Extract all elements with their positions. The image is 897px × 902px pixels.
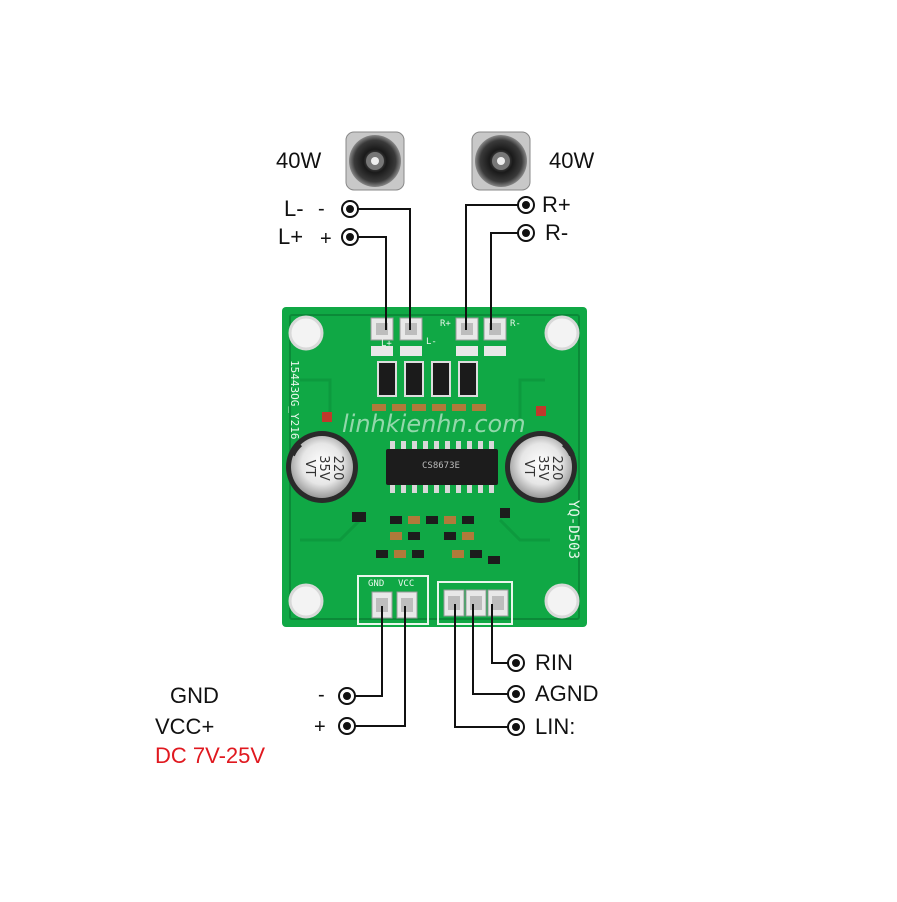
cap-left-marking: 220 35V VT (300, 438, 345, 498)
wire-l-minus (358, 208, 411, 330)
pad-gnd (371, 591, 393, 619)
smd-component-row (372, 404, 486, 411)
silk-vcc: VCC (398, 579, 415, 589)
pad-lin (443, 589, 465, 617)
cap-right-marking: 220 35V VT (519, 438, 564, 498)
terminal-circle-icon (338, 687, 356, 705)
label-vcc: VCC+ (155, 714, 215, 739)
label-gnd: GND (170, 683, 219, 708)
wire-r-plus (465, 204, 518, 330)
silk-l-minus: L- (426, 337, 437, 347)
inductor (404, 361, 424, 397)
sign-gnd: - (318, 684, 325, 706)
cap-left-series: VT (302, 459, 317, 477)
terminal-circle-icon (517, 196, 535, 214)
pad-r-minus (483, 317, 507, 341)
right-speaker-icon (471, 131, 531, 191)
wire-rin (491, 604, 508, 664)
board-part-number: 15443OG_Y216 (288, 360, 301, 440)
chip-marking: CS8673E (422, 461, 460, 471)
capacitor-left (286, 431, 358, 503)
left-speaker-icon (345, 131, 405, 191)
cap-right-value: 220 (549, 455, 564, 481)
cap-right-series: VT (521, 459, 536, 477)
mounting-hole (544, 315, 580, 351)
inductor (458, 361, 478, 397)
label-agnd: AGND (535, 681, 599, 706)
left-speaker-power: 40W (276, 148, 322, 173)
terminal-markers (338, 196, 535, 736)
sign-vcc: + (314, 716, 326, 738)
terminal-circle-icon (341, 228, 359, 246)
inductor (377, 361, 397, 397)
label-voltage-range: DC 7V-25V (155, 743, 266, 768)
terminal-circle-icon (507, 718, 525, 736)
mounting-hole (288, 583, 324, 619)
amplifier-chip (386, 441, 498, 493)
wire-agnd (472, 604, 508, 695)
mounting-hole (288, 315, 324, 351)
wire-lin (454, 604, 508, 728)
terminal-circle-icon (338, 717, 356, 735)
silk-r-minus: R- (510, 319, 521, 329)
inductor (431, 361, 451, 397)
smd-component-grid (352, 508, 510, 564)
wire-l-plus (358, 236, 387, 330)
label-l-minus: L- (284, 196, 304, 221)
sign-l-minus: - (318, 198, 325, 220)
label-lin: LIN: (535, 714, 576, 739)
watermark-text: linhkienhn.com (342, 410, 526, 438)
mounting-hole (544, 583, 580, 619)
silk-l-plus: L+ (381, 339, 392, 349)
wire-gnd (355, 606, 383, 697)
wires (355, 204, 518, 728)
terminal-circle-icon (517, 224, 535, 242)
right-speaker-power: 40W (549, 148, 595, 173)
terminal-circle-icon (507, 654, 525, 672)
pad-vcc (396, 591, 418, 619)
capacitor-right (505, 431, 577, 503)
pad-agnd (465, 589, 487, 617)
cap-right-voltage: 35V (535, 455, 550, 481)
label-r-plus: R+ (542, 192, 571, 217)
label-l-plus: L+ (278, 224, 304, 249)
silk-gnd: GND (368, 579, 385, 589)
silk-r-plus: R+ (440, 319, 451, 329)
pcb-board (282, 307, 587, 627)
board-model: YQ-D503 (565, 500, 581, 560)
label-r-minus: R- (545, 220, 569, 245)
cap-left-value: 220 (330, 455, 345, 481)
wire-r-minus (490, 232, 518, 330)
terminal-circle-icon (341, 200, 359, 218)
sign-l-plus: + (320, 228, 332, 250)
label-rin: RIN (535, 650, 573, 675)
pad-l-plus (370, 317, 394, 341)
cap-left-voltage: 35V (316, 455, 331, 481)
terminal-circle-icon (507, 685, 525, 703)
wire-vcc (355, 606, 406, 727)
